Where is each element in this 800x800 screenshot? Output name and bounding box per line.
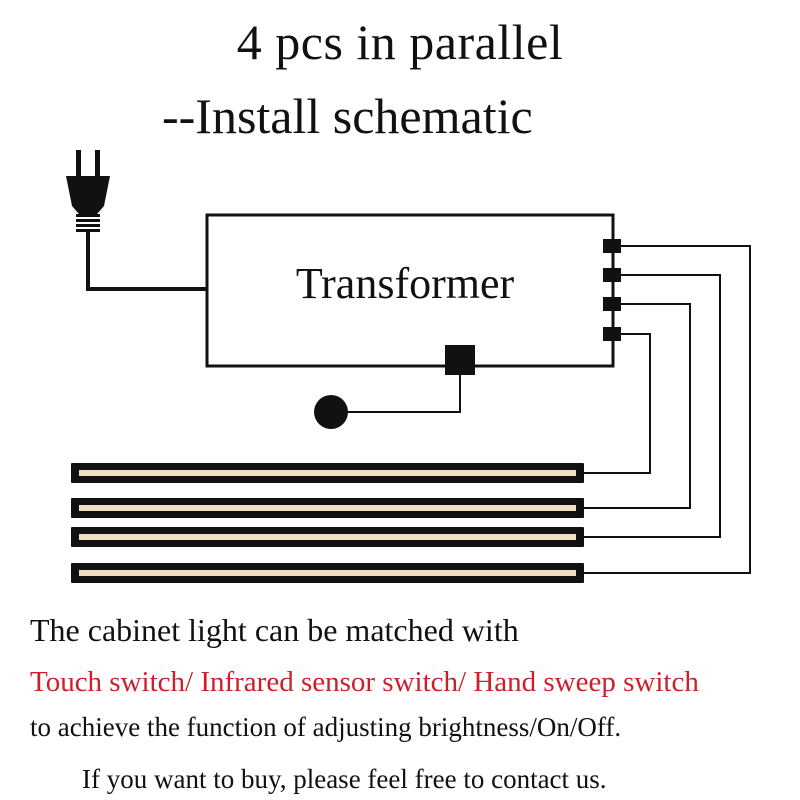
- title-line-2: --Install schematic: [162, 88, 533, 144]
- light-bar-4: [71, 563, 584, 583]
- light-bar-2: [71, 498, 584, 518]
- light-bar-3: [71, 527, 584, 547]
- output-port-4: [603, 327, 621, 341]
- contact-line: If you want to buy, please feel free to …: [82, 764, 607, 794]
- output-port-1: [603, 239, 621, 253]
- power-cord: [86, 232, 207, 291]
- output-port-3: [603, 297, 621, 311]
- description-line-3: to achieve the function of adjusting bri…: [30, 712, 622, 742]
- transformer-label: Transformer: [296, 259, 515, 308]
- description-line-2-switch-types: Touch switch/ Infrared sensor switch/ Ha…: [30, 666, 699, 698]
- power-plug-icon: [66, 150, 110, 232]
- switch-sensor-icon: [314, 395, 348, 429]
- output-port-2: [603, 268, 621, 282]
- switch-wire: [345, 375, 461, 413]
- output-ports: [603, 239, 621, 341]
- output-wires: [584, 245, 751, 574]
- description-line-1: The cabinet light can be matched with: [30, 612, 519, 648]
- switch-jack: [445, 345, 475, 375]
- title-line-1: 4 pcs in parallel: [236, 14, 564, 70]
- light-bar-1: [71, 463, 584, 483]
- transformer-box: [205, 213, 615, 368]
